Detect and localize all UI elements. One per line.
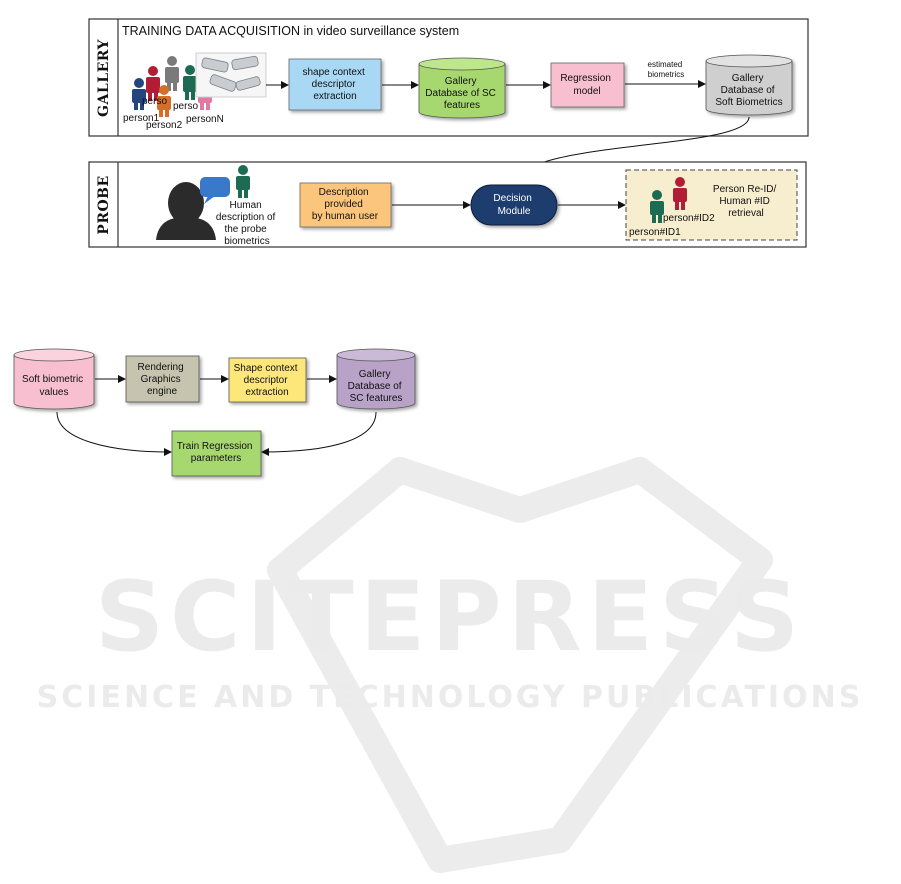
db-soft-line3: Soft Biometrics (715, 97, 782, 108)
decision-module (470, 184, 558, 226)
arrow-soft-to-train (56, 411, 172, 456)
description-line2: provided (324, 199, 362, 210)
person-label-2: person2 (146, 120, 183, 131)
watermark: SCITEPRESS SCIENCE AND TECHNOLOGY PUBLIC… (37, 457, 864, 873)
gallery-title: TRAINING DATA ACQUISITION in video surve… (122, 24, 459, 38)
svg-text:Gallery Database of: Gallery Database of SC features (348, 369, 405, 404)
result-line2: Human #ID (719, 196, 770, 207)
description-line1: Description (319, 187, 369, 198)
human-desc-line2: description of (216, 212, 276, 223)
description-line3: by human user (312, 211, 379, 222)
soft-values-line2: values (40, 387, 69, 398)
svg-text:Gallery Database of: Gallery Database of Soft Biometrics (715, 73, 782, 108)
result-id2: person#ID2 (663, 213, 715, 224)
svg-text:Description provided: Description provided by human user (312, 187, 379, 222)
person-label-1: person1 (123, 113, 160, 124)
person-icon (157, 85, 171, 117)
rendering-box (125, 355, 200, 403)
surveillance-camera-icon (195, 52, 267, 98)
regression-box (550, 62, 625, 108)
shape-ctx-line3: extraction (245, 387, 288, 398)
svg-text:estimated biometrics: estimated biometrics (648, 60, 685, 79)
probe-side-label: PROBE (96, 175, 112, 234)
regression-line1: Regression (560, 73, 611, 84)
speech-bubble-icon (200, 177, 230, 204)
rendering-line3: engine (147, 386, 177, 397)
svg-text:Shape context descriptor: Shape context descriptor extraction (234, 363, 301, 398)
estimated-line1: estimated (648, 60, 683, 69)
training-diagram: Soft biometric values Rendering Graphics… (13, 348, 416, 477)
soft-values-line1: Soft biometric (22, 374, 83, 385)
watermark-sub: SCIENCE AND TECHNOLOGY PUBLICATIONS (37, 680, 864, 715)
gallery-db-line1: Gallery (359, 369, 391, 380)
human-silhouette-icon (156, 182, 216, 240)
result-id1: person#ID1 (629, 227, 681, 238)
svg-text:Soft biometric values: Soft biometric values (22, 374, 86, 398)
watermark-book-logo (267, 457, 773, 873)
watermark-main: SCITEPRESS (95, 561, 805, 673)
gallery-panel: GALLERY TRAINING DATA ACQUISITION in vid… (88, 18, 809, 137)
human-desc-line4: biometrics (224, 236, 270, 247)
svg-text:Human description of: Human description of the probe biometric… (216, 200, 278, 247)
gallery-side-label: GALLERY (96, 39, 112, 117)
person-icon (132, 78, 146, 110)
rendering-line2: Graphics (141, 374, 181, 385)
db-sc-line1: Gallery (445, 76, 477, 87)
shape-ctx-line2: descriptor (244, 375, 289, 386)
svg-text:shape context descriptor: shape context descriptor extraction (302, 67, 367, 102)
shape-context-line2: descriptor (312, 79, 357, 90)
svg-text:Train Regression paramet: Train Regression parameters (177, 441, 256, 464)
decision-line2: Module (498, 206, 531, 217)
gallery-db-training-cylinder (336, 348, 416, 410)
db-soft-line1: Gallery (732, 73, 764, 84)
svg-text:Decision Module: Decision Module (493, 193, 534, 217)
description-box (299, 182, 392, 228)
person-icon (146, 66, 160, 101)
db-soft-line2: Database of (721, 85, 775, 96)
person-icon (673, 177, 687, 210)
gallery-db-soft-cylinder (705, 54, 793, 116)
human-desc-line1: Human (229, 200, 261, 211)
svg-text:Gallery Database of SC: Gallery Database of SC features (425, 76, 498, 111)
person-icon (183, 65, 197, 100)
gallery-db-line2: Database of (348, 381, 402, 392)
db-sc-line2: Database of SC (425, 88, 496, 99)
probe-panel: PROBE Human description of the probe bio… (88, 161, 807, 248)
rendering-line1: Rendering (138, 362, 184, 373)
person-icon (165, 56, 179, 91)
regression-line2: model (573, 86, 600, 97)
svg-text:Regression model: Regression model (560, 73, 613, 97)
db-sc-line3: features (444, 100, 480, 111)
shape-context-line3: extraction (313, 91, 356, 102)
person-icon (650, 190, 664, 223)
result-line1: Person Re-ID/ (713, 184, 777, 195)
shape-ctx-line1: Shape context (234, 363, 298, 374)
svg-text:Person Re-ID/ Human #ID: Person Re-ID/ Human #ID retrieval (713, 184, 779, 219)
result-line3: retrieval (728, 208, 764, 219)
shape-context-training-box (228, 357, 307, 403)
soft-values-cylinder (13, 348, 95, 410)
human-desc-line3: the probe (224, 224, 267, 235)
train-reg-line2: parameters (191, 453, 242, 464)
estimated-line2: biometrics (648, 70, 684, 79)
person-label-b: perso (173, 101, 198, 112)
person-icon (236, 165, 250, 198)
train-regression-box (171, 430, 262, 477)
decision-line1: Decision (493, 193, 531, 204)
shape-context-box (288, 58, 382, 111)
svg-text:Rendering Graphics: Rendering Graphics engine (138, 362, 187, 397)
gallery-db-sc-cylinder (418, 57, 506, 119)
train-reg-line1: Train Regression (177, 441, 253, 452)
arrow-gallery-db-to-train (261, 411, 377, 456)
gallery-db-line3: SC features (350, 393, 403, 404)
person-label-n: personN (186, 114, 224, 125)
person-label-a: perso (142, 96, 167, 107)
shape-context-line1: shape context (302, 67, 364, 78)
